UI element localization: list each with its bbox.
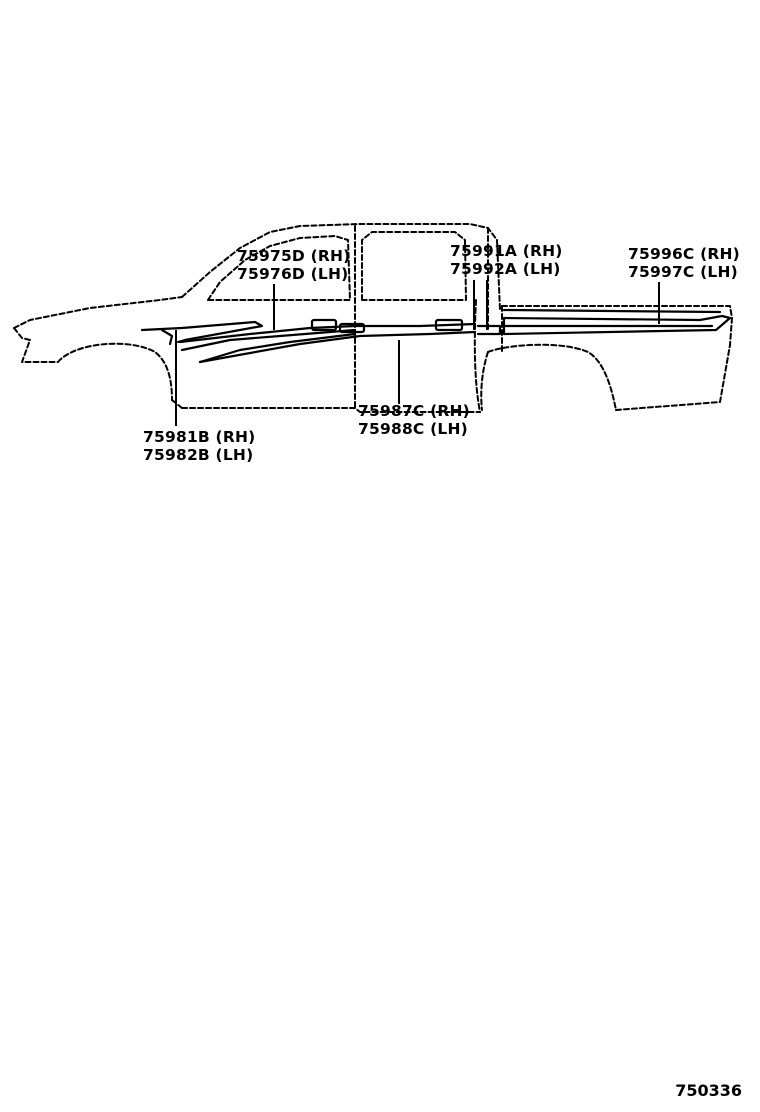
part-lh: 75976D (LH) [237,265,349,283]
part-rh: 75991A (RH) [450,242,563,260]
part-label-75996: 75996C (RH) 75997C (LH) [628,245,740,281]
vehicle-outline [13,223,733,413]
part-lh: 75992A (LH) [450,260,561,278]
part-label-75975: 75975D (RH) 75976D (LH) [237,247,350,283]
part-rh: 75996C (RH) [628,245,740,263]
part-lh: 75988C (LH) [358,420,468,438]
part-label-75987: 75987C (RH) 75988C (LH) [358,402,470,438]
part-lh: 75997C (LH) [628,263,738,281]
part-rh: 75981B (RH) [143,428,256,446]
part-rh: 75975D (RH) [237,247,351,265]
leader-lines [175,280,660,426]
part-label-75981: 75981B (RH) 75982B (LH) [143,428,255,464]
part-lh: 75982B (LH) [143,446,254,464]
part-label-75991: 75991A (RH) 75992A (LH) [450,242,563,278]
moulding-parts [140,308,732,364]
part-rh: 75987C (RH) [358,402,470,420]
figure-id: 750336 [675,1081,742,1100]
